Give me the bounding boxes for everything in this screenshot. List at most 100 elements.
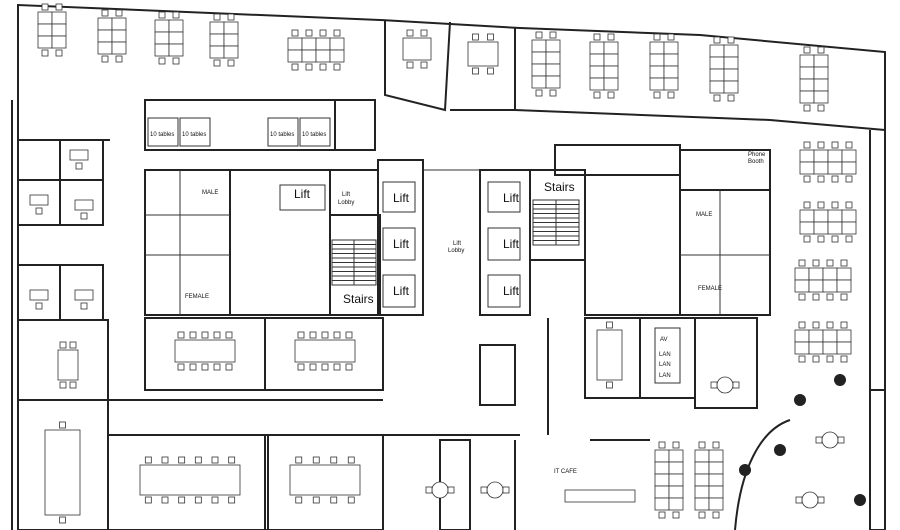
chair xyxy=(172,11,180,19)
desk xyxy=(708,473,724,487)
desk xyxy=(37,35,53,49)
chair xyxy=(305,63,313,71)
chair xyxy=(672,511,680,519)
chair xyxy=(144,496,152,504)
chair xyxy=(817,104,825,112)
desk xyxy=(827,209,843,223)
female-restroom-label: FEMALE xyxy=(185,294,209,300)
desk xyxy=(723,44,739,58)
desk xyxy=(708,485,724,499)
desk xyxy=(51,23,67,37)
desk xyxy=(723,80,739,94)
desk xyxy=(649,65,665,79)
chair xyxy=(840,321,848,329)
chair xyxy=(831,201,839,209)
meeting-table xyxy=(596,329,623,381)
chair xyxy=(80,302,88,310)
desk xyxy=(799,66,815,80)
chair xyxy=(213,363,221,371)
stairs-label: Stairs xyxy=(343,292,374,306)
chair xyxy=(487,67,494,75)
chair xyxy=(321,331,329,339)
desk-cluster xyxy=(799,149,857,175)
chair xyxy=(826,321,834,329)
chair xyxy=(213,59,221,67)
round-table xyxy=(821,431,839,449)
chair xyxy=(798,259,806,267)
desk xyxy=(694,461,710,475)
chair xyxy=(406,29,414,37)
desk xyxy=(154,31,170,45)
chair xyxy=(831,141,839,149)
desk-cluster xyxy=(709,44,739,94)
desk-cluster xyxy=(794,329,852,355)
desk xyxy=(668,485,684,499)
chair xyxy=(420,29,428,37)
chair xyxy=(330,496,338,504)
chair xyxy=(420,61,428,69)
chair xyxy=(211,456,219,464)
chair xyxy=(840,355,848,363)
desk xyxy=(545,39,561,53)
desk xyxy=(51,11,67,25)
lift-label: Lift xyxy=(393,191,410,205)
desk xyxy=(836,341,852,355)
cafe-counter xyxy=(564,489,636,503)
desk xyxy=(663,41,679,55)
chair xyxy=(812,259,820,267)
chair xyxy=(177,363,185,371)
office-desk xyxy=(29,289,49,301)
central-lift-lobby-label: Lift xyxy=(453,241,461,247)
chair xyxy=(194,496,202,504)
chair xyxy=(803,141,811,149)
plant-icon xyxy=(834,374,846,386)
chair xyxy=(817,235,825,243)
chair xyxy=(798,321,806,329)
chair xyxy=(59,381,67,389)
desk-cluster xyxy=(799,209,857,235)
desk xyxy=(37,23,53,37)
desk xyxy=(813,78,829,92)
chair xyxy=(75,162,83,170)
desk-cluster xyxy=(37,11,67,49)
desk xyxy=(813,161,829,175)
desk xyxy=(97,17,113,31)
chair xyxy=(826,293,834,301)
desk-cluster xyxy=(154,19,184,57)
desk xyxy=(168,43,184,57)
chair xyxy=(803,104,811,112)
desk xyxy=(827,221,843,235)
desk xyxy=(209,21,225,35)
lift-label: Lift xyxy=(503,191,520,205)
chair xyxy=(817,201,825,209)
desk xyxy=(827,161,843,175)
desk xyxy=(808,341,824,355)
desk xyxy=(531,51,547,65)
desk xyxy=(841,161,857,175)
desk xyxy=(723,68,739,82)
desk-cluster xyxy=(531,39,561,89)
chair xyxy=(158,11,166,19)
desk xyxy=(841,221,857,235)
chair xyxy=(840,259,848,267)
storage-label: 10 tables xyxy=(182,132,206,138)
desk-cluster xyxy=(799,54,829,104)
desk xyxy=(589,65,605,79)
office-desk xyxy=(69,149,89,161)
chair xyxy=(831,175,839,183)
chair xyxy=(812,321,820,329)
male-restroom-label: MALE xyxy=(202,190,218,196)
desk xyxy=(668,473,684,487)
chair xyxy=(425,486,433,494)
chair xyxy=(295,456,303,464)
desk xyxy=(223,33,239,47)
lan-label: LAN xyxy=(659,362,671,368)
desk xyxy=(794,329,810,343)
chair xyxy=(607,91,615,99)
chair xyxy=(817,46,825,54)
meeting-table xyxy=(44,429,81,516)
lift-label: Lift xyxy=(503,237,520,251)
lift-label: Lift xyxy=(393,284,410,298)
chair xyxy=(713,36,721,44)
chair xyxy=(333,363,341,371)
